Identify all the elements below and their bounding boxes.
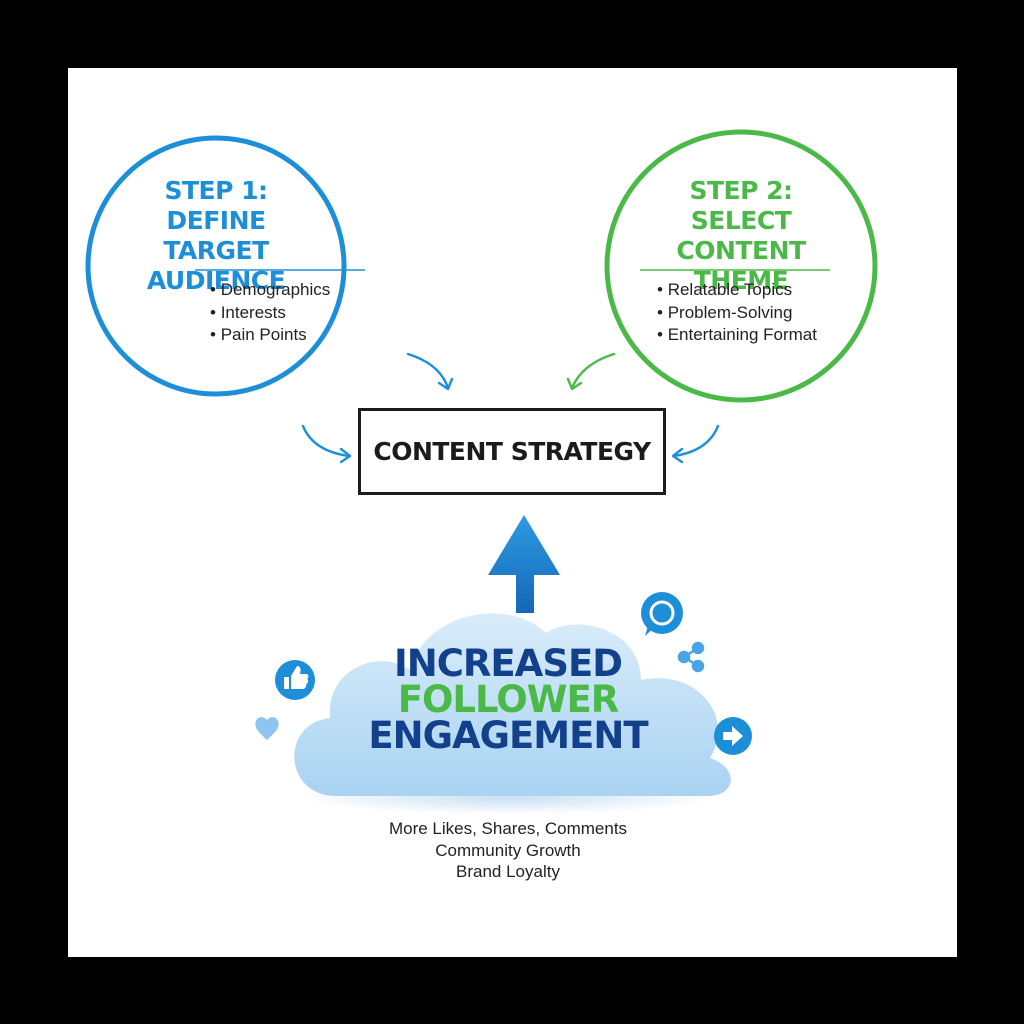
arrow-step1-to-strategy-upper [406,352,450,390]
list-item: Demographics [210,279,331,302]
arrow-step2-to-strategy-lower [672,424,720,458]
step1-heading: STEP 1: DEFINE TARGET AUDIENCE [106,176,326,296]
step2-heading: STEP 2: SELECT CONTENT THEME [630,176,852,296]
share-icon [677,641,705,673]
list-item: Relatable Topics [657,279,817,302]
step2-bullet-list: Relatable Topics Problem-Solving Enterta… [657,279,817,347]
up-arrow-icon [488,515,560,613]
list-item: Pain Points [210,324,330,347]
diagram-canvas: STEP 1: DEFINE TARGET AUDIENCE Demograph… [68,68,957,957]
outcome-details: More Likes, Shares, Comments Community G… [308,818,708,883]
content-strategy-label: CONTENT STRATEGY [373,437,651,466]
list-item: Interests [210,302,330,325]
step1-heading-line: DEFINE [166,206,266,235]
list-item: Community Growth [435,840,581,860]
step2-heading-line: SELECT [690,206,792,235]
list-item: More Likes, Shares, Comments [388,819,628,838]
thumbs-up-icon [275,660,315,700]
outcome-line: ENGAGEMENT [368,714,648,757]
arrow-step2-to-strategy-upper [570,352,616,390]
cloud-shape [294,613,731,796]
list-item: Problem-Solving [657,302,817,325]
step1-bullet-list: Demographics Interests Pain Points [210,279,331,347]
arrow-right-icon [714,717,752,755]
list-item: Entertaining Format [657,324,817,347]
content-strategy-box: CONTENT STRATEGY [358,408,666,495]
heart-icon [255,717,279,740]
outcome-heading: INCREASED FOLLOWER ENGAGEMENT [318,642,698,757]
step2-heading-line: STEP 2: [689,176,793,205]
outcome-line: FOLLOWER [397,678,620,721]
chat-bubble-icon [641,592,683,636]
list-item: Brand Loyalty [456,862,560,881]
step1-heading-line: STEP 1: [164,176,268,205]
arrow-step1-to-strategy-lower [301,424,351,458]
outcome-line: INCREASED [394,642,623,685]
connector-arrows [301,352,720,464]
